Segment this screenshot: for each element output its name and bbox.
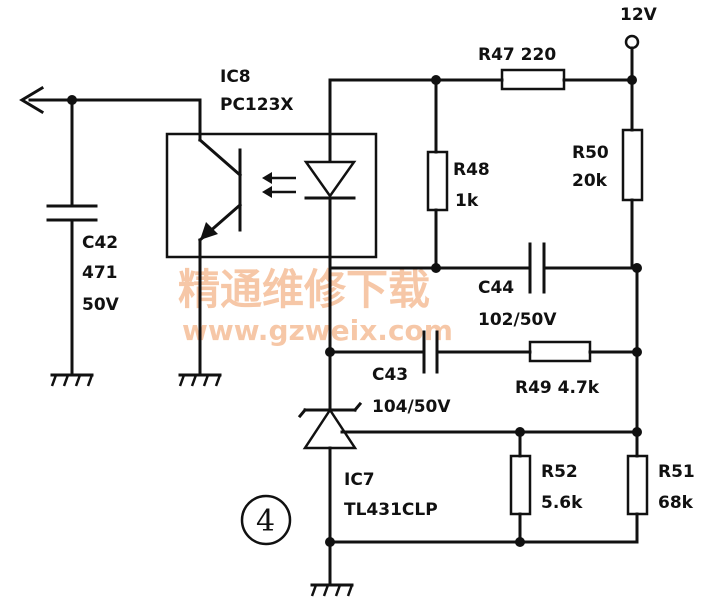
optocoupler-ic8-body: [165, 132, 378, 259]
ground-hatch: [62, 374, 70, 387]
output-arrow: [19, 85, 45, 115]
resistor-r48: [426, 150, 449, 212]
supply-terminal: [624, 34, 640, 50]
ic8-ref: IC8: [220, 67, 251, 87]
ground-hatch: [322, 584, 330, 597]
ground-hatch: [86, 374, 94, 387]
light-arrow-head: [262, 172, 272, 184]
ground-hatch: [334, 584, 342, 597]
r48-ref: R48: [453, 160, 490, 180]
junction-dot: [632, 347, 642, 357]
ground-hatch: [214, 374, 222, 387]
r50-value: 20k: [572, 171, 608, 191]
light-arrow-head: [262, 186, 272, 198]
ground-hatch: [178, 374, 186, 387]
c42-ref: C42: [82, 233, 118, 253]
junction-dot: [632, 263, 642, 273]
c44-value: 102/50V: [478, 310, 557, 330]
junction-dot: [515, 537, 525, 547]
r49-label: R49 4.7k: [515, 378, 600, 398]
ground-hatch: [190, 374, 198, 387]
led-triangle: [303, 160, 357, 199]
transistor-collector: [197, 137, 243, 178]
junction-dot: [627, 75, 637, 85]
junction-dot: [431, 263, 441, 273]
c43-ref: C43: [372, 365, 408, 385]
watermark-url: www.gzweix.com: [182, 314, 453, 347]
junction-dot: [325, 537, 335, 547]
ground-hatch: [202, 374, 210, 387]
r50-ref: R50: [572, 143, 609, 163]
ic8-part: PC123X: [220, 95, 294, 115]
ground-hatch: [74, 374, 82, 387]
resistor-r47: [500, 68, 566, 91]
ground-hatch: [310, 584, 318, 597]
figure-number: 4: [256, 504, 275, 539]
ground-hatch: [50, 374, 58, 387]
c42-voltage: 50V: [82, 295, 120, 315]
ground-hatch: [346, 584, 354, 597]
resistor-r52: [509, 454, 532, 516]
resistor-r51: [626, 454, 649, 516]
emitter-arrow: [200, 222, 218, 240]
tl431-bar-hook-left: [297, 407, 308, 419]
r52-value: 5.6k: [541, 493, 583, 513]
resistor-r49: [528, 340, 592, 363]
c44-ref: C44: [478, 278, 514, 298]
r51-ref: R51: [658, 462, 695, 482]
r52-ref: R52: [541, 462, 578, 482]
resistor-r50: [621, 128, 644, 202]
r47-label: R47 220: [478, 45, 556, 65]
supply-label: 12V: [620, 5, 658, 25]
watermark-chinese: 精通维修下载: [178, 265, 430, 314]
tl431-bar-hook-right: [352, 401, 363, 413]
ic7-part: TL431CLP: [344, 500, 438, 520]
ic7-ref: IC7: [344, 470, 375, 490]
figure-number-circle: [240, 494, 292, 546]
r51-value: 68k: [658, 493, 694, 513]
c43-value: 104/50V: [372, 397, 451, 417]
c42-value: 471: [82, 263, 118, 283]
r48-value: 1k: [455, 191, 479, 211]
tl431-triangle: [302, 407, 358, 450]
